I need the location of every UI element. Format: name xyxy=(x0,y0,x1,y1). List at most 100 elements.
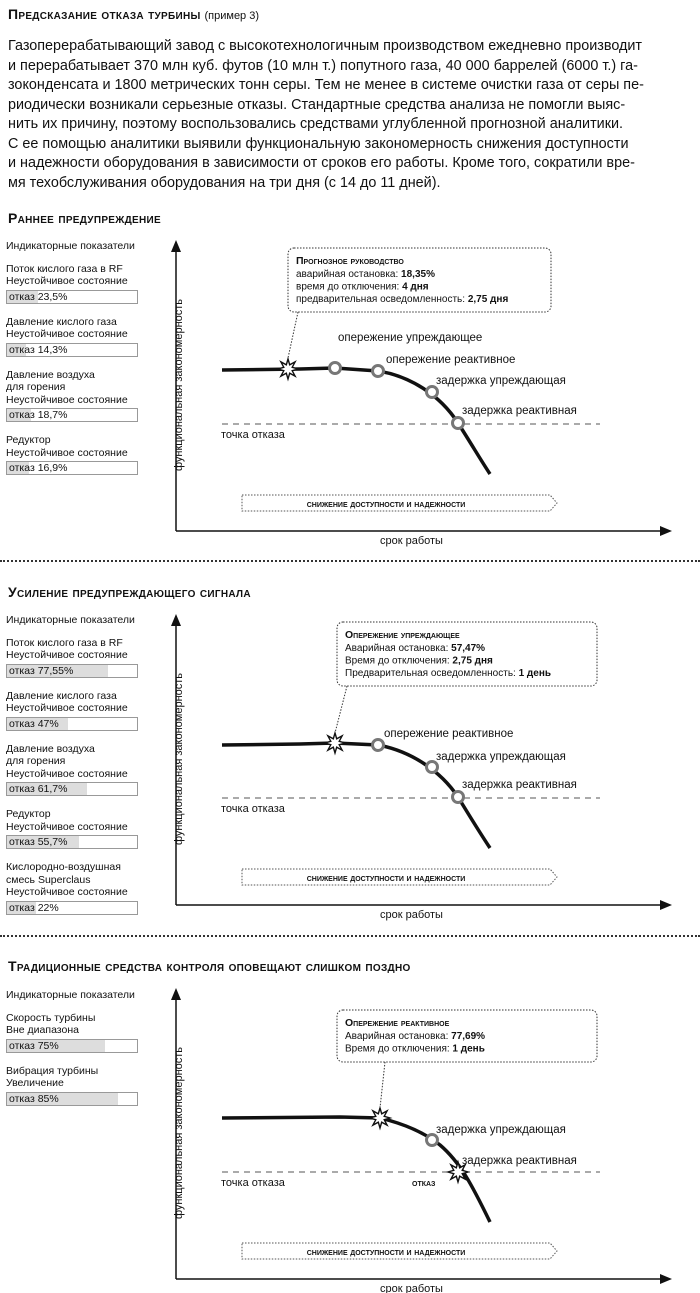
callout-row-label: Время до отключения: xyxy=(345,1044,452,1055)
indicator-value: отказ 16,9% xyxy=(9,462,68,474)
intro-line: С ее помощью аналитики выявили функциона… xyxy=(8,135,629,152)
callout-title: Опережение упреждающее xyxy=(345,629,460,641)
indicator-bar-fill xyxy=(7,290,38,303)
indicator-label: Поток кислого газа в RF xyxy=(6,636,123,649)
event-point-marker xyxy=(425,760,439,774)
y-axis-label: функциональная закономерность xyxy=(173,673,185,845)
indicator-bar-fill xyxy=(7,901,36,914)
indicator-bar-fill xyxy=(7,1092,118,1105)
callout-row-label: Предварительная осведомленность: xyxy=(345,668,519,679)
performance-curve xyxy=(221,1115,492,1223)
event-label: опережение реактивное xyxy=(384,728,513,740)
y-axis-label: функциональная закономерность xyxy=(173,299,185,471)
intro-line: зоконденсата и 1800 метрических тонн сер… xyxy=(8,77,644,93)
callout-row: предварительная осведомленность: 2,75 дн… xyxy=(296,294,508,305)
callout-row: Предварительная осведомленность: 1 день xyxy=(345,668,551,679)
callout-leader xyxy=(334,685,348,734)
callout-row-value: 18,35% xyxy=(401,269,435,280)
callout-row-value: 4 дня xyxy=(402,282,429,293)
indicator-label: Редуктор xyxy=(6,808,51,820)
divider xyxy=(0,560,700,562)
intro-line: и надежности оборудования в зависимости … xyxy=(8,155,635,171)
section-title-2: Усиление предупреждающего сигнала xyxy=(8,584,251,600)
warning-star-icon xyxy=(322,730,348,756)
event-label: опережение реактивное xyxy=(386,354,515,366)
section-title-1: Раннее предупреждение xyxy=(8,210,161,226)
warning-star-icon xyxy=(445,1159,471,1185)
indicator-bar: отказ 16,9% xyxy=(6,461,138,475)
intro-line: риодически возникали серьезные отказы. С… xyxy=(8,96,626,113)
indicator-bar: отказ 23,5% xyxy=(6,289,138,304)
indicator-bar-fill xyxy=(7,343,26,356)
indicator-label: Поток кислого газа в RF xyxy=(6,262,123,275)
callout-row: Аварийная остановка: 77,69% xyxy=(345,1031,485,1042)
callout-title: Опережение реактивное xyxy=(345,1017,450,1029)
indicator-bar: отказ 77,55% xyxy=(6,663,138,678)
callout-leader xyxy=(287,311,299,359)
indicator-label: Неустойчивое состояние xyxy=(6,702,128,714)
failure-point-label: точка отказа xyxy=(221,429,286,441)
decline-arrow xyxy=(241,868,558,886)
callout-title: Прогнозное руководство xyxy=(296,255,404,267)
indicator-value: отказ 14,3% xyxy=(9,343,68,356)
indicator-label: Кислородно-воздушная xyxy=(6,861,121,873)
indicator-value: отказ 47% xyxy=(9,717,59,730)
indicator-label: Неустойчивое состояние xyxy=(6,767,128,780)
callout-leader xyxy=(379,1061,386,1109)
page-title: Предсказание отказа турбины (пример 3) xyxy=(8,6,260,22)
indicator-value: отказ 77,55% xyxy=(9,664,74,677)
failure-marker-label: отказ xyxy=(412,1178,436,1189)
callout-row: время до отключения: 4 дня xyxy=(296,282,429,293)
callout-row-value: 77,69% xyxy=(451,1031,485,1042)
event-point-marker xyxy=(328,361,342,375)
indicators-header: Индикаторные показатели xyxy=(6,989,135,1001)
failure-point-label: точка отказа xyxy=(221,1177,286,1189)
event-point-marker xyxy=(371,364,385,378)
event-label: опережение упреждающее xyxy=(338,332,482,344)
x-axis-label: срок работы xyxy=(380,535,443,547)
event-label: задержка реактивная xyxy=(462,405,577,417)
callout-row: Время до отключения: 2,75 дня xyxy=(345,656,493,667)
failure-point-label: точка отказа xyxy=(221,803,286,815)
indicator-value: отказ 61,7% xyxy=(9,783,68,795)
callout-row: Время до отключения: 1 день xyxy=(345,1044,485,1055)
indicator-bar-fill xyxy=(7,836,80,848)
callout-box xyxy=(287,247,552,313)
indicator-bar-fill xyxy=(7,783,88,795)
indicator-label: Неустойчивое состояние xyxy=(6,393,128,406)
indicator-label: Вне диапазона xyxy=(6,1024,79,1036)
indicator-bar: отказ 18,7% xyxy=(6,408,138,422)
indicator-label: Неустойчивое состояние xyxy=(6,328,128,340)
intro-line: и перерабатывает 370 млн куб. футов (10 … xyxy=(8,57,638,74)
indicator-value: отказ 55,7% xyxy=(9,836,68,848)
event-label: задержка упреждающая xyxy=(436,1124,566,1136)
indicator-label: для горения xyxy=(6,381,66,393)
callout-row-label: Аварийная остановка: xyxy=(345,643,451,654)
indicator-bar: отказ 22% xyxy=(6,900,138,915)
indicator-label: Давление кислого газа xyxy=(6,689,117,702)
y-axis-arrow-icon xyxy=(171,240,181,252)
indicator-label: Неустойчивое состояние xyxy=(6,446,128,459)
indicator-label: Неустойчивое состояние xyxy=(6,275,128,287)
indicator-value: отказ 22% xyxy=(9,901,59,914)
indicator-value: отказ 23,5% xyxy=(9,290,68,303)
indicator-bar: отказ 47% xyxy=(6,716,138,731)
indicator-value: отказ 75% xyxy=(9,1039,59,1052)
indicator-bar: отказ 75% xyxy=(6,1038,138,1053)
event-point-marker xyxy=(425,1133,439,1147)
y-axis-arrow-icon xyxy=(171,988,181,1000)
indicator-label: Вибрация турбины xyxy=(6,1064,99,1077)
indicator-bar: отказ 55,7% xyxy=(6,835,138,849)
indicator-label: для горения xyxy=(6,755,66,767)
